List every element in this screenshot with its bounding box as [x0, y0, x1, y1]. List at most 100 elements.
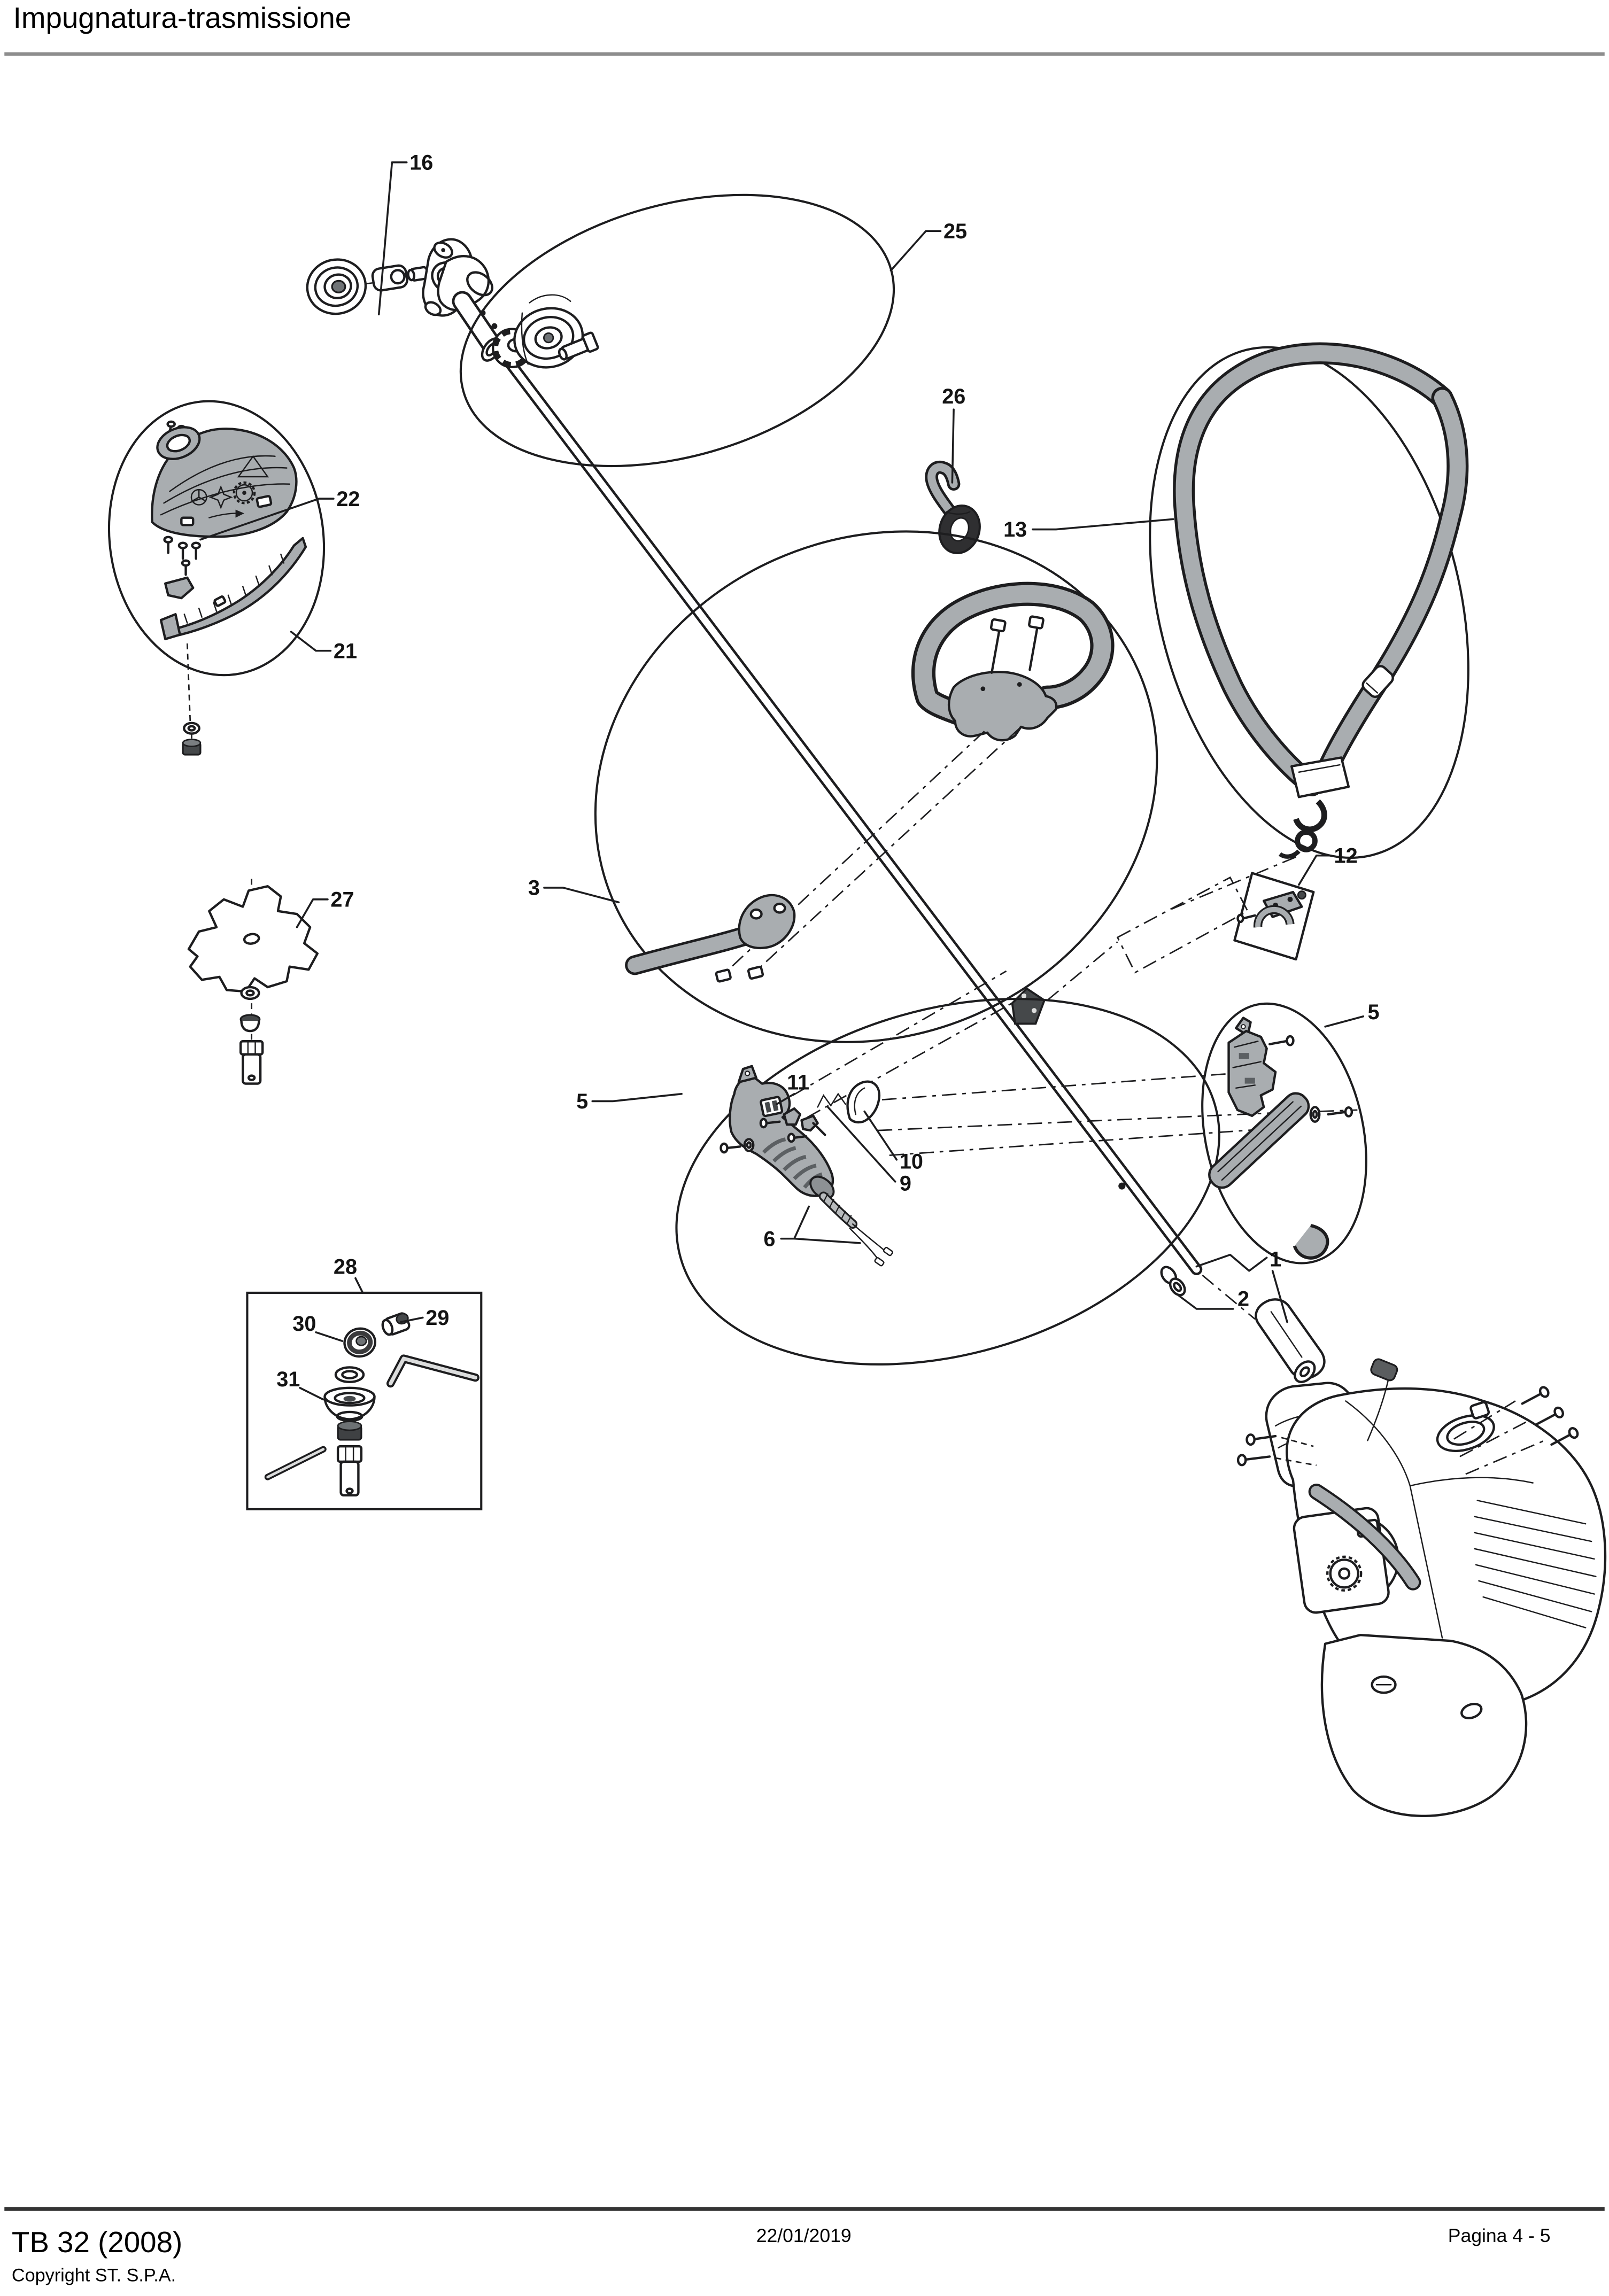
callout-21: 21 — [290, 631, 357, 663]
handle-bar-bracket — [1308, 1483, 1421, 1591]
loop-handle-screws — [980, 615, 1045, 692]
callout-label: 10 — [900, 1150, 923, 1173]
rear-half-handle — [1208, 1017, 1353, 1260]
callout-22: 22 — [199, 487, 360, 541]
rear-handle-axis-1 — [881, 1073, 1233, 1101]
callout-27: 27 — [296, 888, 354, 928]
handle-to-clamp-axis-2 — [759, 727, 1020, 969]
strap-hook — [1278, 799, 1327, 859]
grip-end-cap — [809, 1175, 835, 1200]
blade-washer — [240, 986, 260, 1000]
rear-handle-axis-3 — [889, 1128, 1267, 1157]
callout-26: 26 — [942, 385, 965, 484]
footer-copyright: Copyright ST. S.P.A. — [12, 2266, 176, 2286]
callout-30: 30 — [292, 1312, 344, 1342]
callout-label: 5 — [576, 1090, 588, 1113]
kit-ring-washer — [334, 1366, 365, 1383]
kit-tommy-bar — [264, 1446, 327, 1480]
engine-cover-screws-right — [1453, 1386, 1579, 1475]
shaft-cable-bracket — [792, 876, 1249, 1118]
wire-lever-9 — [817, 1092, 846, 1108]
guard-corner-blade — [164, 576, 195, 600]
loop-handle-detail-ellipse — [594, 530, 1158, 1043]
guard-extension-strip — [159, 537, 307, 640]
callout-label: 25 — [943, 220, 967, 243]
callout-29: 29 — [400, 1306, 449, 1330]
callout-label: 21 — [334, 639, 357, 663]
guard-screws — [163, 536, 202, 576]
guard-detail-ellipse — [107, 400, 326, 756]
callout-label: 3 — [528, 876, 540, 900]
callout-label: 5 — [1367, 1000, 1379, 1024]
trimmer-head-detail-ellipse — [459, 193, 895, 468]
guard-axis-line — [185, 577, 192, 740]
callout-label: 6 — [763, 1227, 775, 1251]
callout-label: 22 — [336, 487, 360, 511]
page-title: Impugnatura-trasmissione — [13, 1, 352, 34]
shoulder-strap-detail-ellipse — [1149, 342, 1469, 911]
fuel-tank — [1320, 1634, 1528, 1817]
loop-handle — [911, 581, 1115, 742]
engine-assembly — [1236, 1358, 1607, 1817]
footer-date: 22/01/2019 — [756, 2225, 852, 2246]
callout-31: 31 — [276, 1368, 324, 1401]
kit-bearing-30 — [343, 1327, 377, 1358]
carb-box — [1293, 1507, 1390, 1614]
throttle-cable — [818, 1191, 893, 1267]
loop-handle-base — [947, 671, 1058, 742]
shaft-screw — [1118, 1182, 1126, 1190]
callout-13: 13 — [1003, 518, 1174, 541]
callout-5-left: 5 — [576, 1090, 683, 1113]
shaft-to-spacer-axis — [1202, 1275, 1256, 1320]
guard-shield — [151, 426, 298, 538]
gear-head-bushing — [371, 264, 408, 292]
callout-16: 16 — [377, 151, 433, 316]
callout-label: 30 — [292, 1312, 316, 1336]
gear-head-assembly — [306, 238, 504, 362]
callout-label: 9 — [900, 1172, 911, 1195]
callout-label: 31 — [276, 1368, 300, 1391]
callout-3: 3 — [528, 876, 620, 904]
rotation-arrow-icon — [208, 509, 244, 518]
kit-cap-29 — [381, 1312, 411, 1336]
callout-2: 2 — [1178, 1287, 1249, 1311]
starter-grip — [1367, 1358, 1398, 1441]
strip-teeth — [183, 553, 285, 624]
callout-6: 6 — [763, 1205, 861, 1251]
callout-11: 11 — [776, 1071, 809, 1105]
star-blade-icon — [208, 485, 233, 509]
switch-block — [760, 1096, 784, 1118]
kit-allen-key — [386, 1354, 479, 1388]
gear-icon — [233, 481, 256, 505]
callout-label: 26 — [942, 385, 965, 408]
gear-head-cap-washer — [306, 258, 367, 315]
callout-5-right: 5 — [1324, 1000, 1380, 1028]
tri-blade-icon — [190, 488, 207, 506]
callout-label: 13 — [1003, 518, 1027, 541]
maintenance-kit-box-28 — [246, 1291, 483, 1510]
spark-plug — [1469, 1401, 1490, 1420]
footer-page-number: Pagina 4 - 5 — [1448, 2225, 1551, 2246]
rear-handle-detail-ellipse — [877, 1002, 1367, 1265]
shaft-end-collar — [1160, 1266, 1186, 1297]
strap-buckle — [1290, 756, 1350, 798]
footer-model: TB 32 (2008) — [12, 2225, 182, 2259]
trigger-small-parts — [720, 1080, 881, 1154]
kit-nut — [337, 1421, 362, 1441]
callout-label: 27 — [330, 888, 354, 912]
callout-9: 9 — [827, 1106, 911, 1195]
reference-parallelogram — [1116, 876, 1249, 974]
spool-bolt — [558, 331, 599, 361]
guard-washer-nut — [182, 722, 202, 756]
callout-label: 12 — [1334, 844, 1358, 867]
throttle-trigger-10 — [846, 1080, 881, 1124]
engine-mount-screws-left — [1236, 1433, 1317, 1467]
callout-label: 29 — [426, 1306, 449, 1330]
blade-assembly — [187, 879, 319, 1085]
hanger-ring — [925, 461, 981, 555]
drive-shaft-tube — [501, 354, 1203, 1276]
spacer-cylinder — [1255, 1298, 1326, 1383]
callout-28: 28 — [334, 1255, 364, 1294]
